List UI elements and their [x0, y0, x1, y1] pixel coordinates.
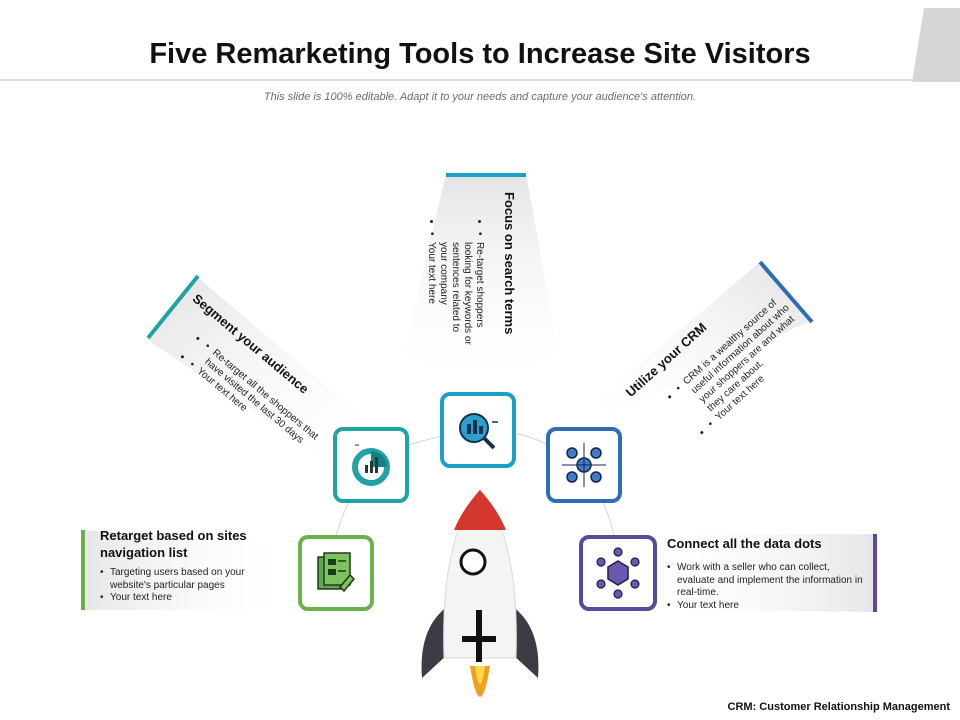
accent-bar-upper-left [146, 274, 200, 340]
beam-upper-left [148, 276, 378, 470]
user-network-icon [546, 427, 622, 503]
tool-bullet: Your text here [100, 592, 270, 605]
rocket-window [459, 548, 487, 576]
title-divider [0, 79, 912, 81]
tool-bullet: Work with a seller who can collect, eval… [667, 562, 867, 600]
search-chart-icon [440, 392, 516, 468]
tool-title: Focus on search terms [502, 192, 517, 335]
rocket-illustration [421, 489, 539, 697]
tool-bullet: Re-target shoppers looking for keywords … [437, 232, 485, 352]
tool-bullet: Your text here [425, 232, 437, 352]
crm-footnote: CRM: Customer Relationship Management [727, 701, 950, 713]
accent-bar-left [81, 530, 85, 610]
page-title: Five Remarketing Tools to Increase Site … [149, 38, 811, 70]
website-analysis-icon [298, 535, 374, 611]
tool-bullet: Targeting users based on your website's … [100, 567, 270, 592]
rocket-left-fin [421, 606, 448, 678]
tool-card-navigation: Retarget based on sites navigation list … [100, 527, 270, 605]
pie-chart-icon [333, 427, 409, 503]
rocket-right-fin [512, 606, 539, 678]
tool-title: Connect all the data dots [667, 536, 822, 551]
tool-bullet: Your text here [667, 600, 867, 613]
rocket-fin-crossbar [462, 636, 496, 642]
rocket-flame-core [475, 666, 485, 684]
tool-card-connect: Connect all the data dots Work with a se… [667, 535, 867, 612]
tool-title: Retarget based on sites navigation list [100, 528, 247, 560]
beam-upper-right [580, 262, 812, 430]
rocket-nose [454, 490, 506, 530]
tool-card-search: Focus on search terms Re-target shoppers… [409, 192, 518, 352]
hexagon-network-icon [579, 535, 657, 611]
accent-bar-right [873, 534, 877, 612]
page-subtitle: This slide is 100% editable. Adapt it to… [263, 91, 697, 103]
accent-bar-top [446, 173, 526, 177]
